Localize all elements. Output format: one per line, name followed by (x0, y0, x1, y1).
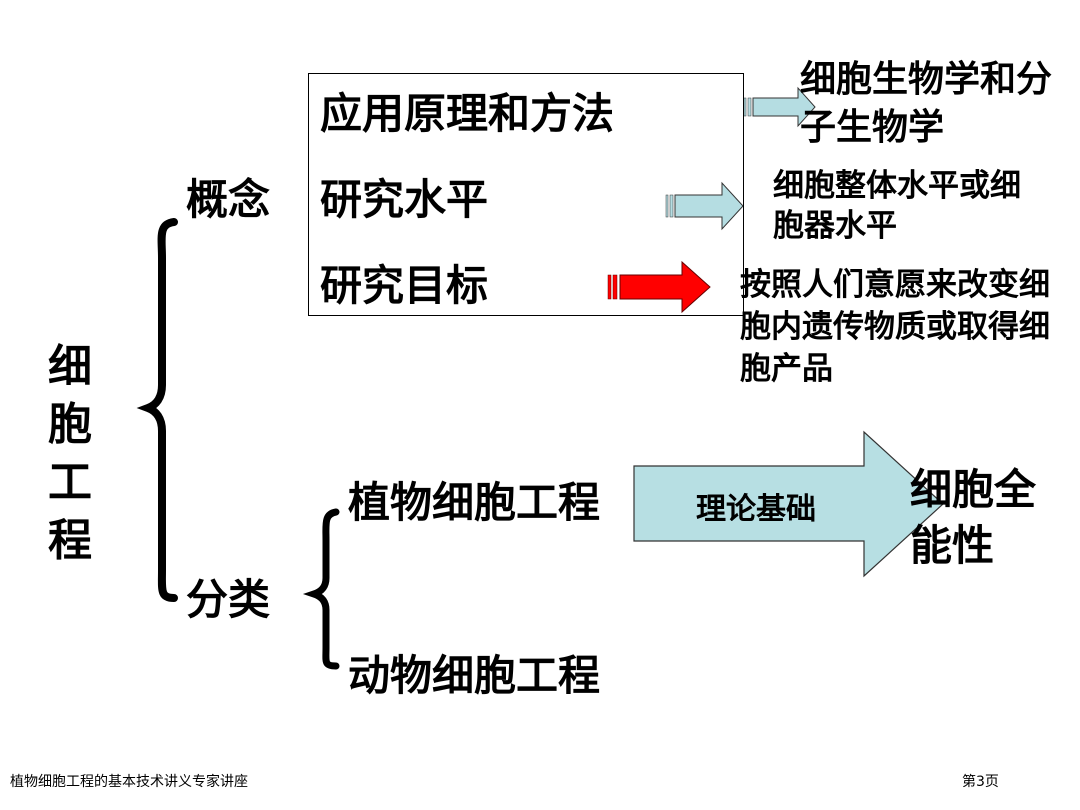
category-label: 分类 (186, 575, 271, 624)
main-title: 细胞工程 (48, 341, 92, 566)
arrow-icon-1 (743, 86, 816, 128)
concept-label: 概念 (186, 175, 271, 224)
basis-result: 细胞全能性 (910, 465, 1037, 570)
arrow-icon-2 (665, 181, 744, 231)
concept-row-level: 研究水平 (320, 175, 489, 224)
animal-cell-engineering: 动物细胞工程 (348, 651, 601, 700)
category-brace (302, 508, 340, 670)
main-brace (136, 218, 178, 602)
page-number: 第3页 (962, 774, 999, 790)
plant-cell-engineering: 植物细胞工程 (348, 478, 601, 527)
concept-box (308, 73, 744, 316)
concept-row-principle: 应用原理和方法 (320, 89, 615, 138)
principle-result: 细胞生物学和分子生物学 (800, 59, 1053, 148)
big-arrow-icon (633, 430, 944, 578)
footer-title: 植物细胞工程的基本技术讲义专家讲座 (10, 774, 248, 790)
goal-result: 按照人们意愿来改变细胞内遗传物质或取得细胞产品 (740, 267, 1050, 387)
arrow-icon-3 (607, 260, 711, 314)
basis-label: 理论基础 (696, 492, 816, 527)
concept-row-goal: 研究目标 (320, 261, 489, 310)
level-result: 细胞整体水平或细胞器水平 (773, 168, 1021, 244)
